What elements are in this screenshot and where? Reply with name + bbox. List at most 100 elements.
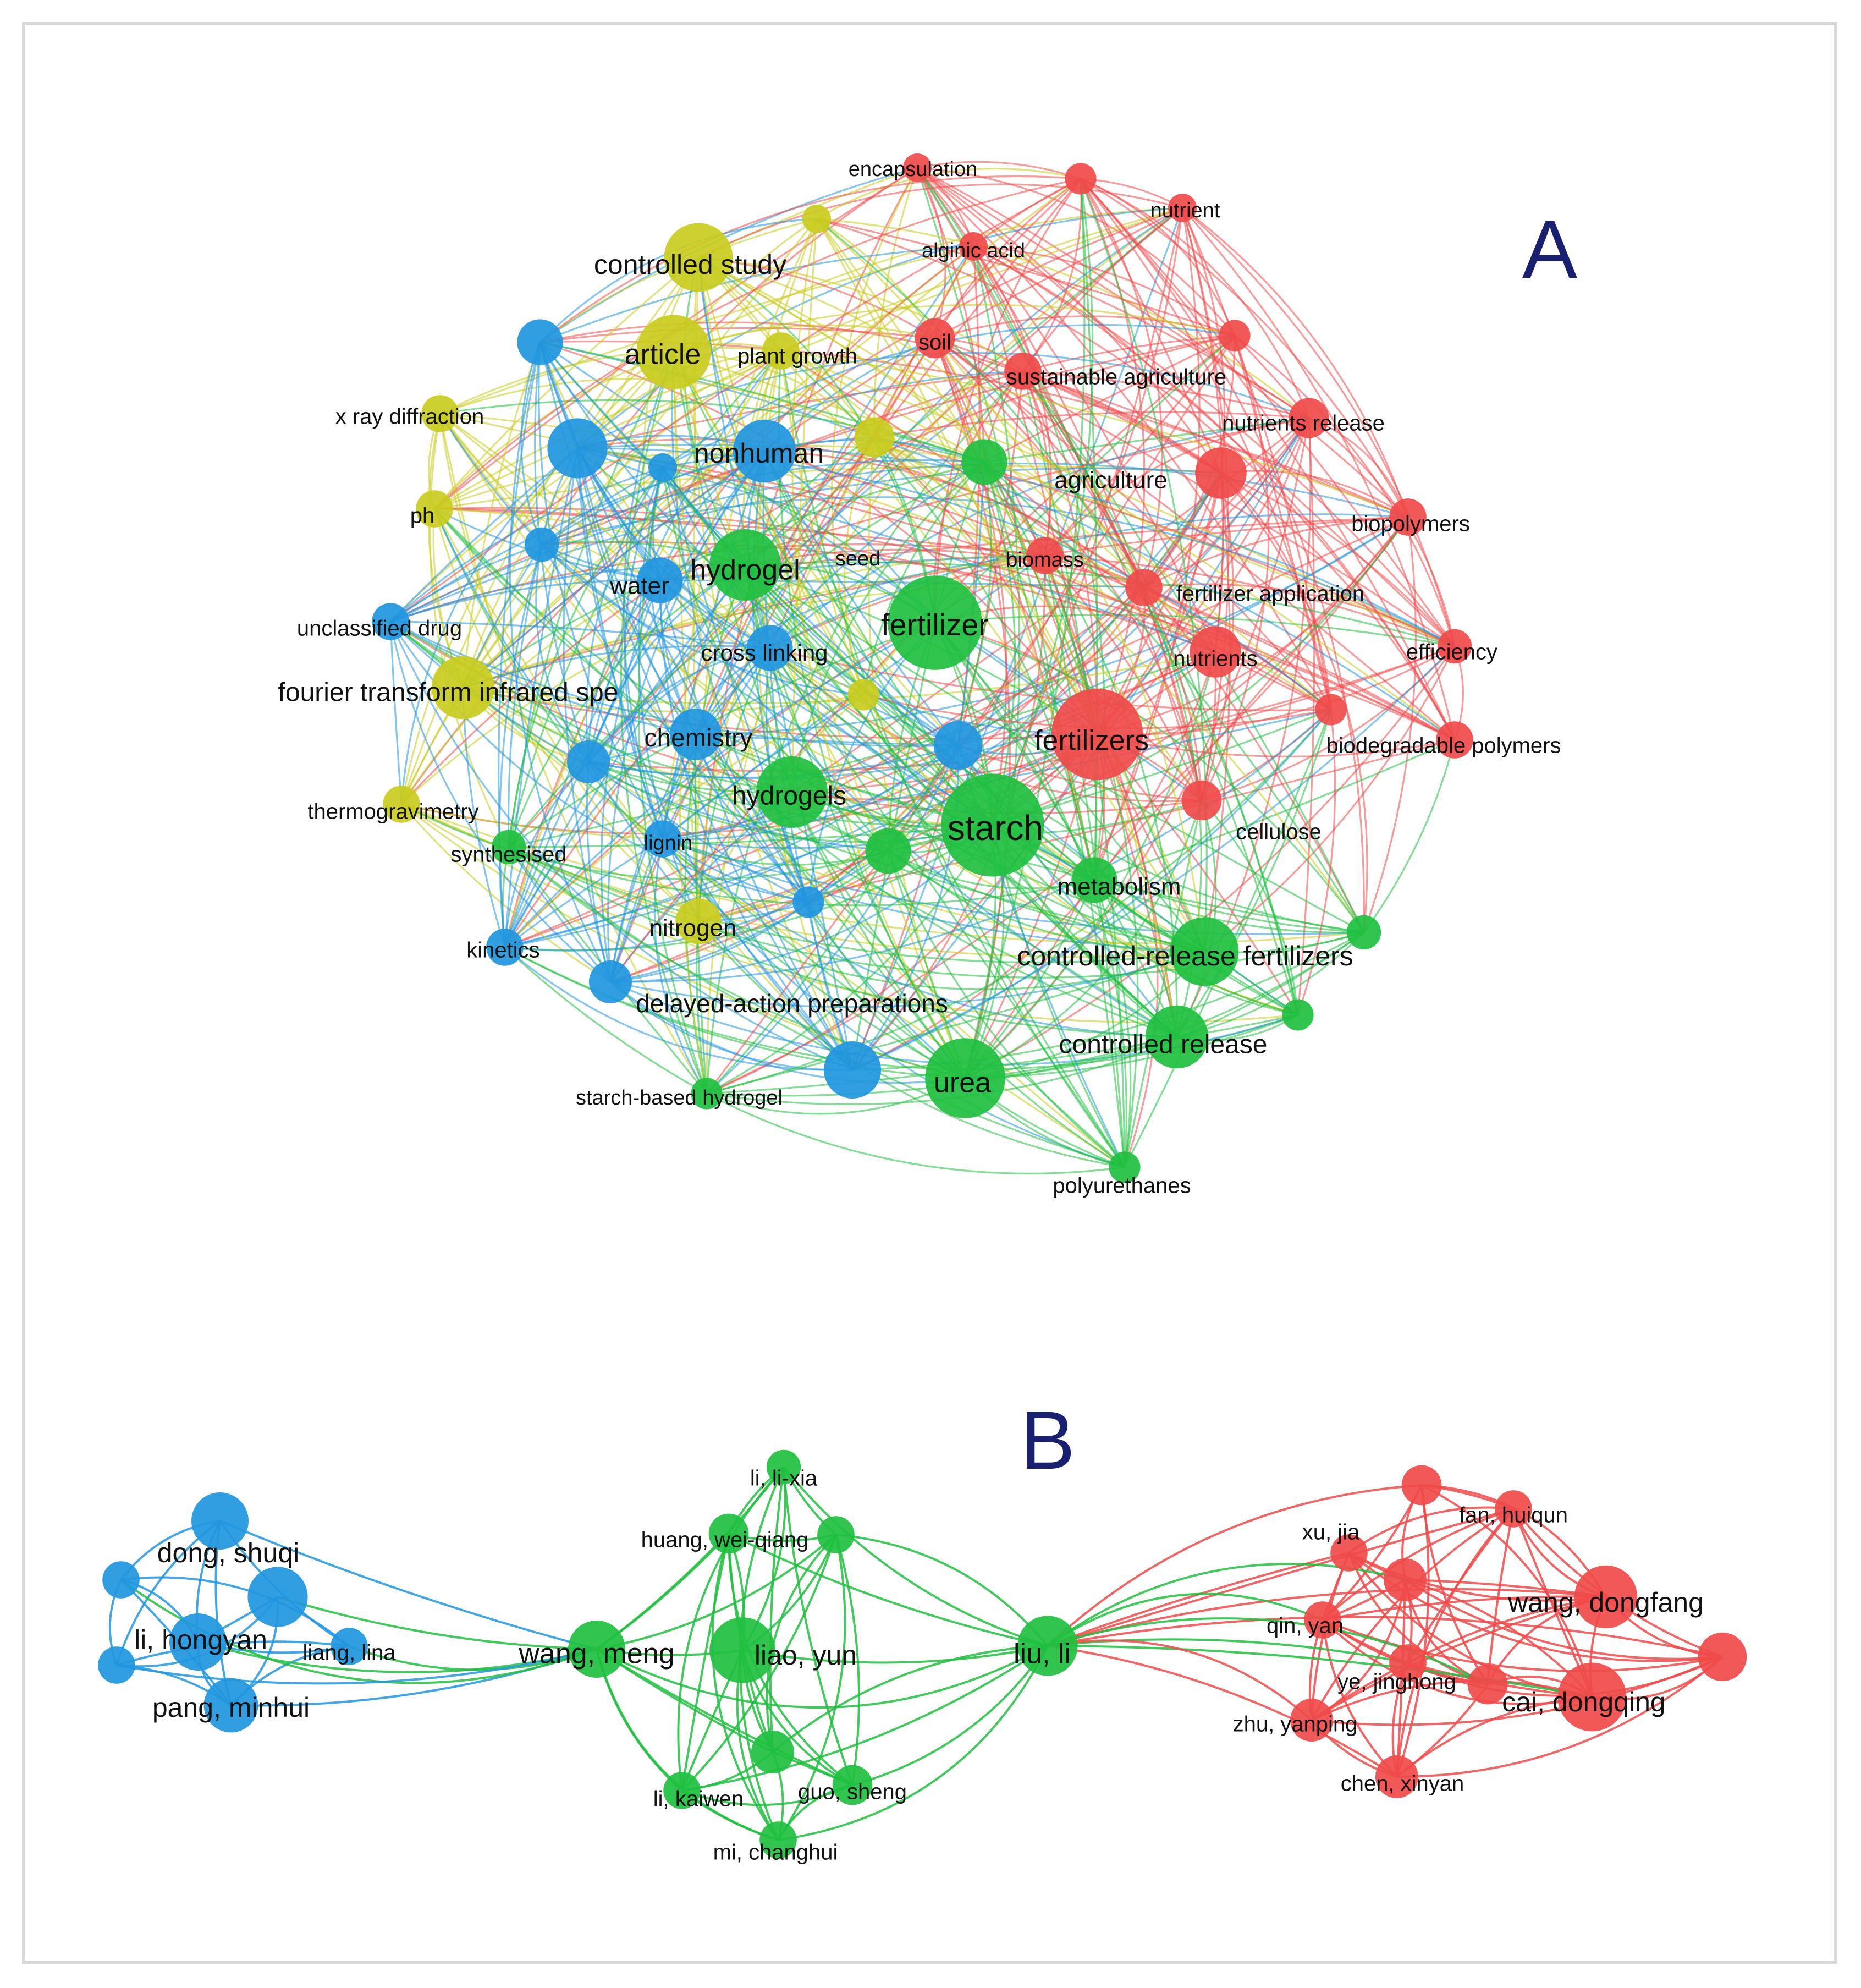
keyword-node-thermogravimetry[interactable] [383,786,420,823]
keyword-node-x-ray-diffraction[interactable] [421,395,459,432]
author-node-dong-shuqi[interactable] [191,1492,249,1550]
author-node-li-hongyan[interactable] [169,1613,227,1671]
keyword-node-nutrient[interactable] [1168,194,1197,222]
keyword-node-unlabeled[interactable] [524,527,559,562]
author-node-unlabeled[interactable] [1698,1632,1747,1682]
keyword-node-hydrogel[interactable] [709,529,781,601]
keyword-node-starch-based-hydrogel[interactable] [691,1078,723,1110]
author-node-unlabeled[interactable] [102,1561,140,1599]
keyword-node-unlabeled[interactable] [1315,694,1347,726]
author-node-liao-yun[interactable] [709,1617,775,1683]
keyword-node-controlled-release[interactable] [1145,1005,1209,1069]
keyword-node-ph[interactable] [416,490,453,528]
keyword-node-soil[interactable] [915,318,955,359]
author-node-unlabeled[interactable] [1384,1558,1427,1601]
keyword-node-starch[interactable] [941,773,1044,877]
author-node-zhu-yanping[interactable] [1290,1699,1333,1742]
keyword-node-fertilizers[interactable] [1051,688,1143,781]
author-node-xu-jia[interactable] [1330,1534,1368,1572]
panel-b-label: B [1020,1394,1075,1486]
keyword-node-unlabeled[interactable] [1346,915,1381,950]
keyword-node-biomass[interactable] [1026,537,1064,574]
keyword-node-unlabeled[interactable] [847,679,879,711]
keyword-link [539,341,985,463]
author-node-qin-yan[interactable] [1304,1601,1341,1639]
keyword-node-alginic-acid[interactable] [959,232,988,261]
author-node-pang-minhui[interactable] [203,1678,258,1733]
keyword-node-lignin[interactable] [644,820,681,858]
keyword-link [576,448,854,1071]
author-node-unlabeled[interactable] [751,1731,794,1773]
keyword-node-metabolism[interactable] [1071,857,1117,903]
keyword-node-plant-growth[interactable] [762,332,800,370]
keyword-node-urea[interactable] [925,1038,1005,1118]
keyword-node-unlabeled[interactable] [1065,163,1097,195]
author-node-unlabeled[interactable] [98,1646,135,1684]
keyword-node-cellulose[interactable] [1181,780,1222,821]
keyword-node-unlabeled[interactable] [567,740,610,783]
keyword-node-cross-linking[interactable] [747,625,793,671]
keyword-link [1143,586,1455,741]
author-node-unlabeled[interactable] [1467,1664,1508,1705]
author-node-chen-xinyan[interactable] [1375,1755,1418,1798]
keyword-node-unlabeled[interactable] [547,418,608,479]
keyword-node-unlabeled[interactable] [824,1041,881,1099]
keyword-node-nutrients-release[interactable] [1289,398,1329,438]
keyword-node-synthesised[interactable] [491,830,526,865]
keyword-node-unlabeled[interactable] [1282,999,1314,1031]
keyword-node-nitrogen[interactable] [675,898,722,944]
keyword-node-unlabeled[interactable] [933,721,983,770]
keyword-link [588,761,809,903]
author-node-li-kaiwen[interactable] [663,1772,701,1809]
author-node-cai-dongqing[interactable] [1557,1662,1627,1732]
keyword-node-unlabeled[interactable] [648,453,677,482]
keyword-label-fertilizer: fertilizer [881,607,989,642]
author-node-unlabeled[interactable] [1401,1465,1442,1506]
author-node-fan-huiqun[interactable] [1495,1490,1532,1528]
keyword-node-chemistry[interactable] [670,709,722,760]
keyword-node-unlabeled[interactable] [517,319,563,365]
keyword-node-hydrogels[interactable] [756,756,828,828]
author-link [1396,1508,1515,1777]
keyword-node-polyurethanes[interactable] [1109,1151,1141,1183]
keyword-node-controlled-release-fertilizers[interactable] [1170,917,1239,986]
author-node-huang-wei-qiang[interactable] [708,1513,749,1554]
keyword-node-unlabeled[interactable] [961,439,1007,485]
keyword-node-delayed-action-preparations[interactable] [589,960,632,1003]
keyword-node-kinetics[interactable] [486,929,524,966]
keyword-node-water[interactable] [637,557,683,603]
author-node-ye-jinghong[interactable] [1389,1644,1427,1682]
keyword-node-encapsulation[interactable] [903,153,932,182]
keyword-node-biodegradable-polymers[interactable] [1436,721,1473,759]
keyword-node-unlabeled[interactable] [1219,320,1251,352]
keyword-label-nitrogen: nitrogen [649,915,736,942]
author-node-unlabeled[interactable] [817,1516,855,1553]
keyword-node-seed[interactable] [854,417,895,458]
keyword-label-polyurethanes: polyurethanes [1053,1174,1191,1198]
author-node-unlabeled[interactable] [247,1567,308,1627]
author-node-liu-li[interactable] [1017,1616,1078,1676]
author-node-wang-meng[interactable] [568,1621,625,1678]
keyword-node-nutrients[interactable] [1190,626,1241,678]
keyword-node-biopolymers[interactable] [1389,498,1427,536]
keyword-node-fertilizer-application[interactable] [1125,569,1163,606]
keyword-node-unlabeled[interactable] [865,828,911,874]
keyword-node-fourier-transform-infrared-spe[interactable] [431,656,495,720]
keyword-node-sustainable-agriculture[interactable] [1004,353,1042,390]
keyword-node-nonhuman[interactable] [733,419,796,483]
keyword-node-article[interactable] [636,315,711,389]
keyword-node-fertilizer[interactable] [888,575,982,670]
keyword-node-agriculture[interactable] [1195,447,1247,499]
author-node-liang-lina[interactable] [331,1628,368,1665]
author-node-li-li-xia[interactable] [766,1449,801,1485]
author-node-mi-changhui[interactable] [759,1821,797,1859]
author-node-guo-sheng[interactable] [832,1765,873,1805]
keyword-node-controlled-study[interactable] [664,223,733,292]
keyword-node-unlabeled[interactable] [802,205,831,233]
keyword-node-efficiency[interactable] [1437,629,1472,664]
author-node-wang-dongfang[interactable] [1574,1565,1638,1629]
keyword-link [1181,207,1456,740]
keyword-node-unlabeled[interactable] [792,886,824,918]
keyword-node-unclassified-drug[interactable] [372,603,409,640]
keyword-link [400,579,660,805]
